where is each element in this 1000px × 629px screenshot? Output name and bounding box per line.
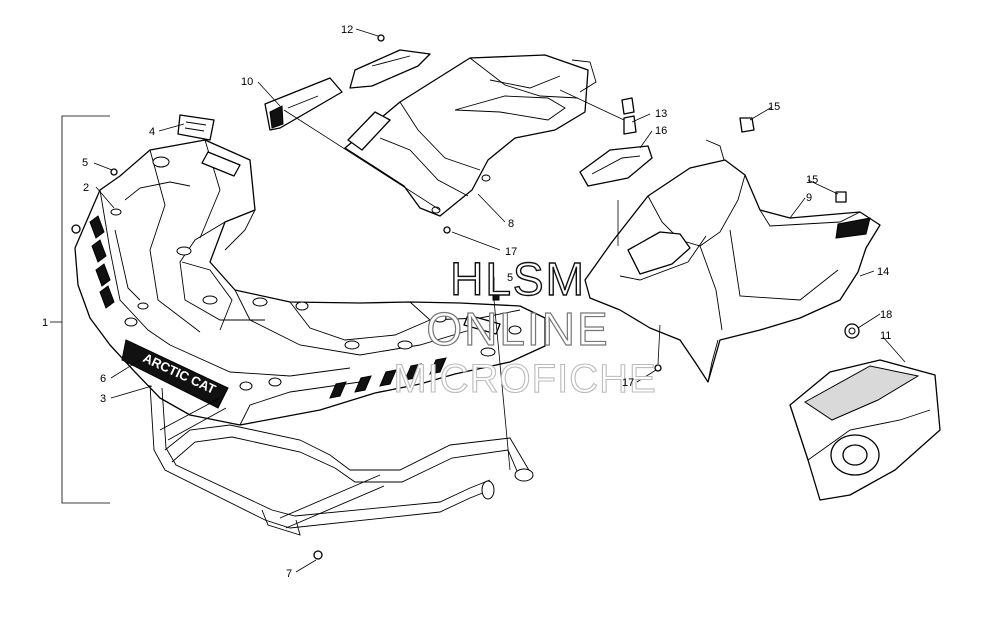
hardware	[71, 34, 860, 560]
callout-8: 8	[508, 218, 514, 230]
front-rack	[74, 114, 546, 426]
side-panel-lower	[789, 359, 941, 501]
callout-3: 3	[100, 393, 106, 405]
side-panel-10	[264, 77, 343, 131]
callout-16: 16	[655, 125, 667, 137]
callout-2: 2	[83, 182, 89, 194]
callouts: 1 2 3 4 5 5 6 7 8 9 10 11 12 13 14 15 15…	[42, 24, 892, 580]
callout-14: 14	[877, 266, 889, 278]
callout-17-right: 17	[622, 377, 634, 389]
callout-15-right: 15	[806, 174, 818, 186]
callout-6: 6	[100, 373, 106, 385]
callout-11: 11	[880, 330, 891, 342]
panel-12	[349, 49, 431, 89]
leader-lines	[93, 28, 906, 573]
callout-5-left: 5	[82, 157, 88, 169]
watermark-line3: MICROFICHE	[393, 357, 656, 401]
callout-5-center: 5	[507, 272, 513, 284]
watermark: HLSM ONLINE MICROFICHE	[393, 252, 656, 401]
callout-7: 7	[286, 568, 292, 580]
front-bumper	[149, 384, 534, 536]
assembly-bracket	[50, 115, 110, 504]
callout-17-center: 17	[505, 246, 517, 258]
side-panel-right	[584, 139, 881, 383]
callout-9: 9	[806, 192, 812, 204]
callout-15-top: 15	[768, 101, 780, 113]
deflector-16	[579, 145, 653, 187]
callout-4: 4	[149, 126, 155, 138]
watermark-line2: ONLINE	[426, 303, 609, 355]
watermark-line1: HLSM	[450, 253, 586, 305]
callout-12: 12	[341, 24, 353, 36]
callout-13: 13	[655, 108, 667, 120]
callout-18: 18	[880, 309, 892, 321]
callout-1: 1	[42, 317, 48, 329]
callout-10: 10	[241, 76, 253, 88]
